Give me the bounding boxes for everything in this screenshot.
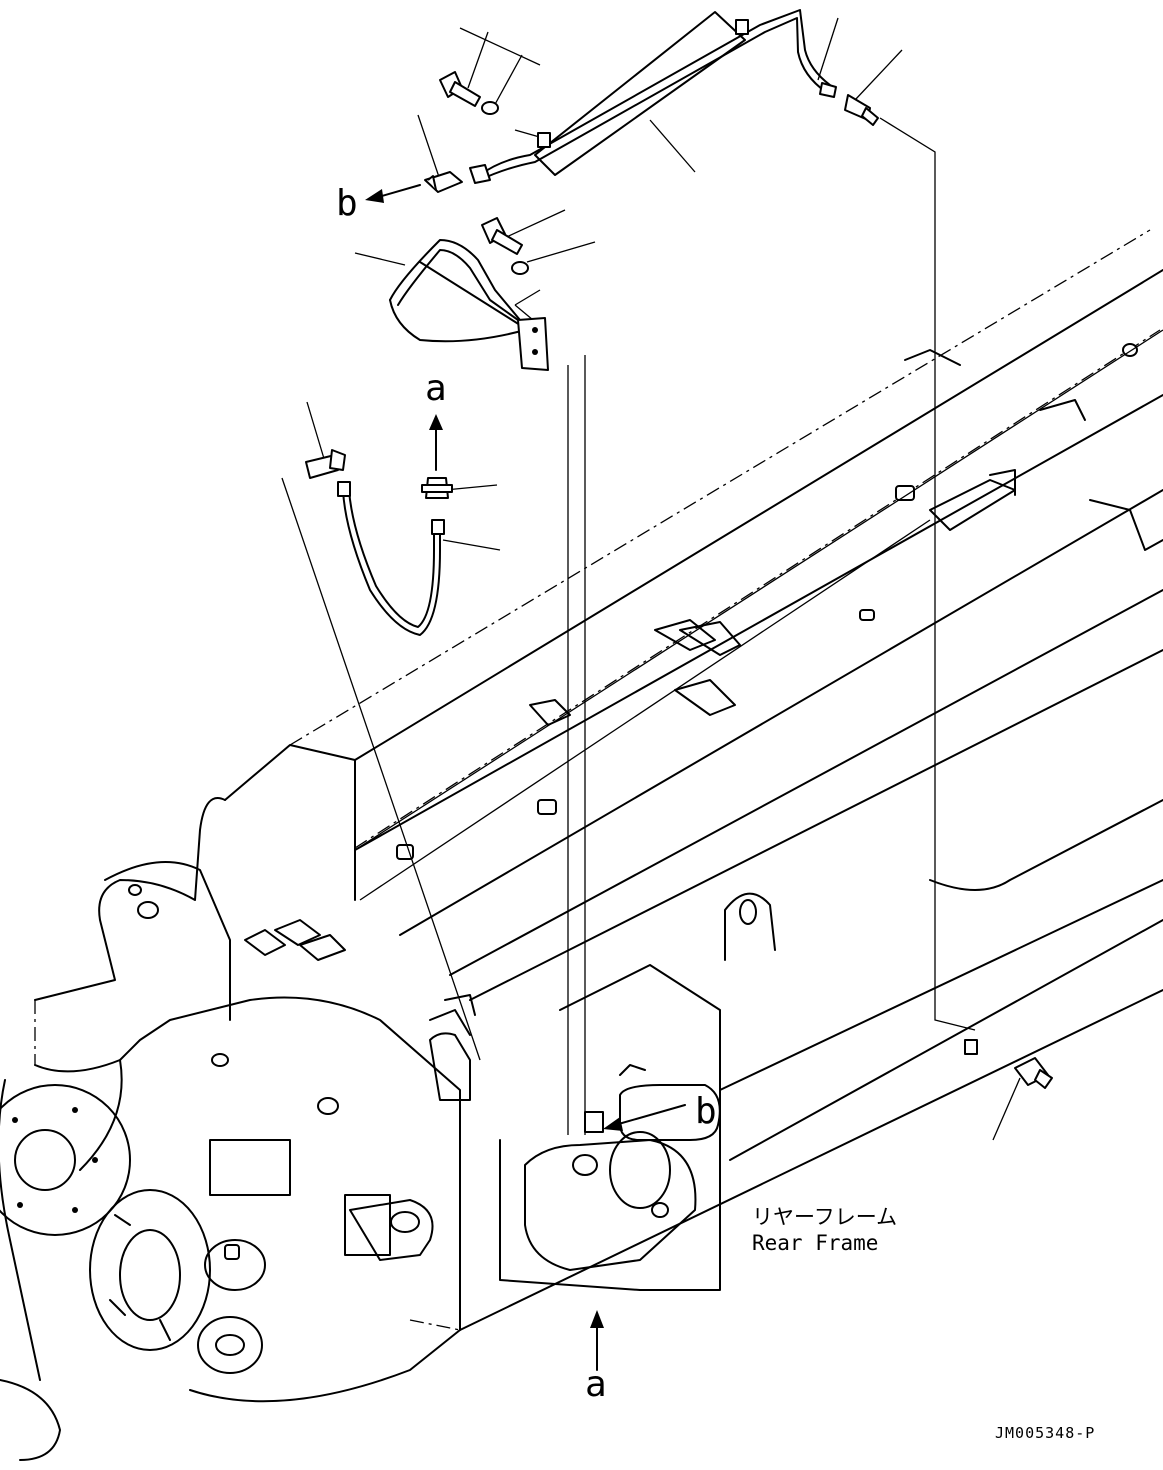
b-blob-marker [603,1084,721,1141]
frame-label-japanese: リヤーフレーム [752,1205,897,1229]
leader-lines [281,17,1021,1141]
callout-b-left: b [336,183,358,224]
callout-a-top: a [425,368,447,409]
callout-a-bottom: a [585,1364,607,1405]
rear-frame-outline [224,229,1163,1331]
callout-b-right: b [695,1091,717,1132]
pipe-assembly [305,9,1053,1089]
arrow-a-bottom [590,1310,604,1371]
arrow-b-left [365,184,421,203]
drawing-number: JM005348-P [995,1424,1095,1442]
frame-label-english: Rear Frame [752,1231,878,1255]
transmission-housing [0,797,697,1461]
arrow-a-top [429,414,443,471]
